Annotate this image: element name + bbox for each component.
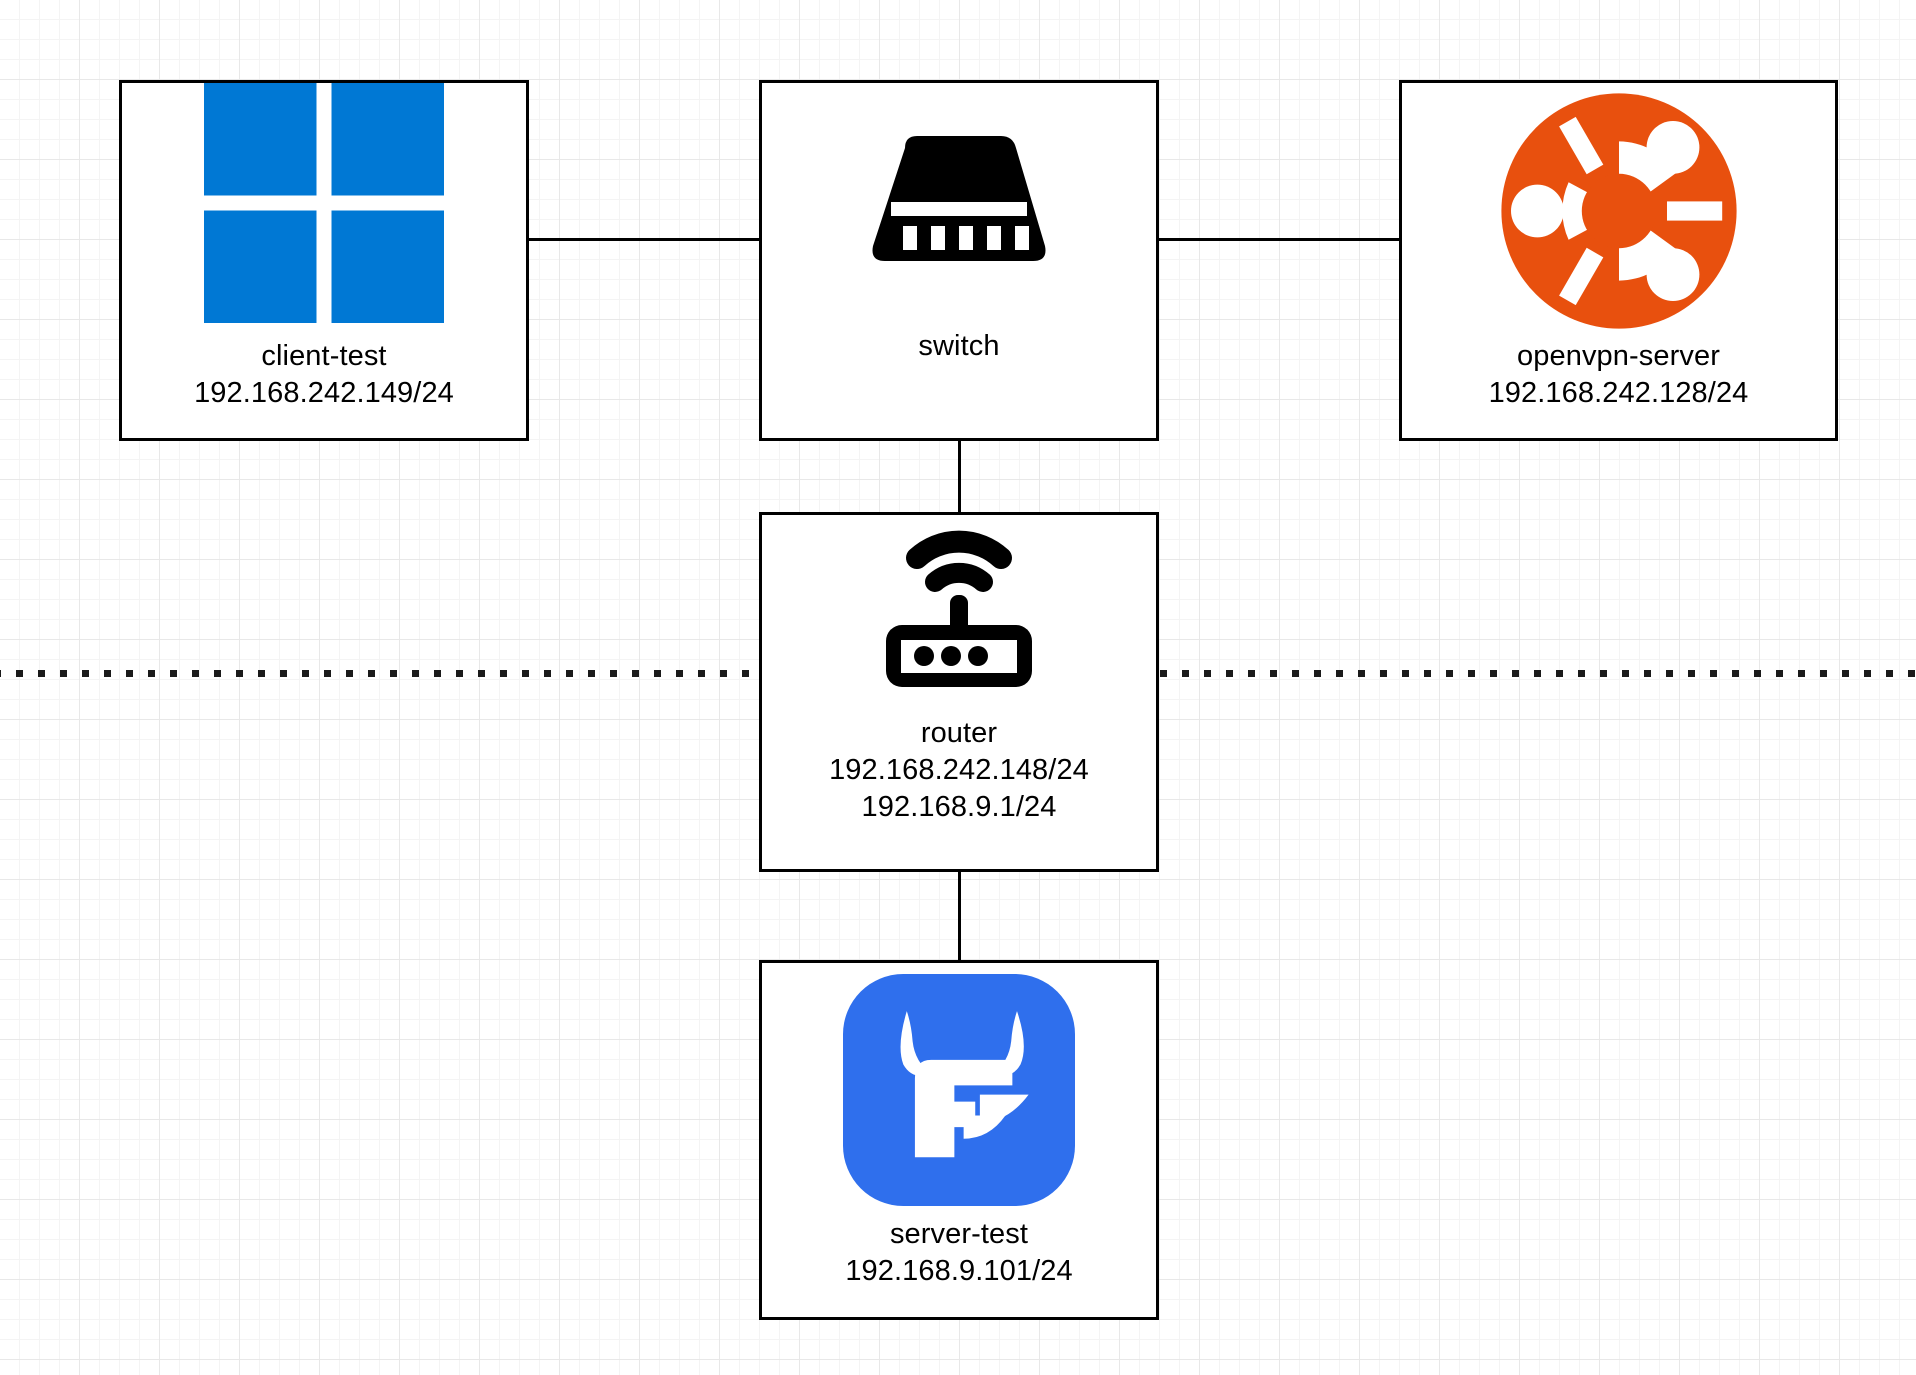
node-switch-labels: switch xyxy=(762,328,1156,365)
node-client-test[interactable]: client-test 192.168.242.149/24 xyxy=(119,80,529,441)
link-switch-to-openvpn-server[interactable] xyxy=(1158,238,1400,241)
node-server-test-address-0: 192.168.9.101/24 xyxy=(845,1255,1073,1288)
link-switch-to-router[interactable] xyxy=(958,440,961,513)
network-switch-icon xyxy=(762,83,1156,328)
node-router-address-0: 192.168.242.148/24 xyxy=(829,754,1089,787)
windows-logo-icon xyxy=(122,83,526,338)
node-openvpn-server-address-0: 192.168.242.128/24 xyxy=(1488,377,1749,410)
node-server-test-name: server-test xyxy=(889,1218,1029,1250)
node-openvpn-server[interactable]: openvpn-server 192.168.242.128/24 xyxy=(1399,80,1838,441)
node-client-test-address-0: 192.168.242.149/24 xyxy=(194,377,454,410)
node-switch[interactable]: switch xyxy=(759,80,1159,441)
node-openvpn-server-labels: openvpn-server 192.168.242.128/24 xyxy=(1402,338,1835,412)
wifi-router-icon xyxy=(762,515,1156,715)
node-switch-name: switch xyxy=(918,330,1000,362)
ubuntu-logo-icon xyxy=(1402,83,1835,338)
node-router-labels: router 192.168.242.148/24 192.168.9.1/24 xyxy=(762,715,1156,826)
node-server-test[interactable]: server-test 192.168.9.101/24 xyxy=(759,960,1159,1320)
node-router-name: router xyxy=(920,717,998,749)
node-server-test-labels: server-test 192.168.9.101/24 xyxy=(762,1216,1156,1290)
node-router[interactable]: router 192.168.242.148/24 192.168.9.1/24 xyxy=(759,512,1159,872)
node-router-address-1: 192.168.9.1/24 xyxy=(861,791,1057,824)
node-client-test-name: client-test xyxy=(261,340,387,372)
node-client-test-labels: client-test 192.168.242.149/24 xyxy=(122,338,526,412)
openeuler-logo-icon xyxy=(762,963,1156,1216)
node-openvpn-server-name: openvpn-server xyxy=(1517,340,1720,372)
link-router-to-server-test[interactable] xyxy=(958,871,961,961)
link-client-test-to-switch[interactable] xyxy=(529,238,760,241)
